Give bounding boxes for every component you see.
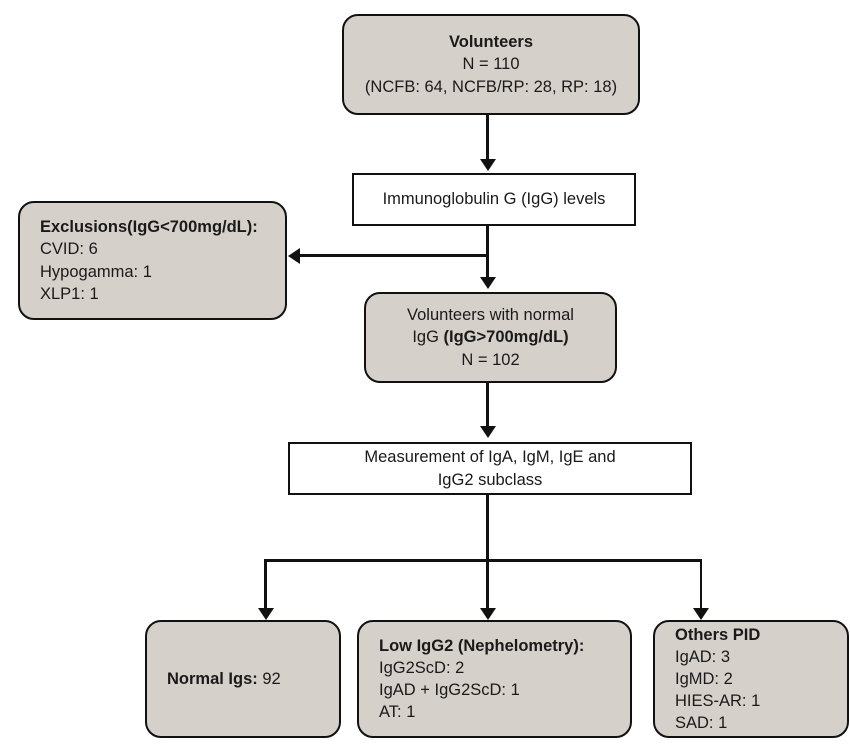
normal-igg-line2: IgG (IgG>700mg/dL): [374, 326, 607, 348]
node-exclusions: Exclusions(IgG<700mg/dL): CVID: 6 Hypoga…: [18, 201, 287, 320]
volunteers-count: N = 110: [462, 55, 520, 74]
measurement-line2: IgG2 subclass: [437, 470, 543, 489]
exclusions-heading: Exclusions(IgG<700mg/dL):: [40, 218, 258, 237]
arrowhead-to-exclusions: [288, 247, 300, 264]
connector-branch-others-pid: [699, 559, 702, 611]
node-igg-levels: Immunoglobulin G (IgG) levels: [352, 173, 636, 226]
arrowhead-normal-to-measurement: [479, 426, 496, 438]
node-normal-igg: Volunteers with normal IgG (IgG>700mg/dL…: [364, 292, 617, 383]
node-normal-igs: Normal Igs: 92: [145, 620, 341, 738]
low-igg2-item-igg2scd: IgG2ScD: 2: [379, 658, 465, 677]
connector-measurement-trunk: [486, 495, 489, 561]
node-low-igg2: Low IgG2 (Nephelometry): IgG2ScD: 2 IgAD…: [357, 620, 632, 738]
exclusions-item-cvid: CVID: 6: [40, 240, 98, 259]
exclusions-item-xlp1: XLP1: 1: [40, 284, 99, 303]
normal-igg-prefix: IgG: [412, 328, 444, 347]
measurement-line1: Measurement of IgA, IgM, IgE and: [364, 448, 616, 467]
arrowhead-igg-to-normal: [479, 277, 496, 289]
others-pid-item-hies-ar: HIES-AR: 1: [675, 692, 761, 711]
igg-levels-label: Immunoglobulin G (IgG) levels: [382, 190, 606, 209]
normal-igs-value: 92: [262, 669, 281, 688]
normal-igg-line1: Volunteers with normal: [407, 306, 574, 325]
connector-split-bar: [264, 559, 702, 562]
low-igg2-item-igad-igg2scd: IgAD + IgG2ScD: 1: [379, 681, 520, 699]
low-igg2-item-at: AT: 1: [379, 703, 416, 722]
node-measurement: Measurement of IgA, IgM, IgE and IgG2 su…: [288, 442, 692, 495]
node-volunteers: Volunteers N = 110 (NCFB: 64, NCFB/RP: 2…: [342, 14, 640, 115]
volunteers-breakdown: (NCFB: 64, NCFB/RP: 28, RP: 18): [364, 77, 618, 96]
others-pid-item-sad: SAD: 1: [675, 714, 728, 733]
connector-branch-normal-igs: [264, 559, 267, 611]
connector-igg-to-normal: [486, 226, 489, 278]
node-others-pid: Others PID IgAD: 3 IgMD: 2 HIES-AR: 1 SA…: [653, 620, 849, 738]
volunteers-title: Volunteers: [448, 33, 534, 52]
connector-to-exclusions: [299, 254, 487, 257]
others-pid-item-igmd: IgMD: 2: [675, 669, 733, 688]
normal-igs-line: Normal Igs: 92: [167, 668, 339, 690]
arrowhead-branch-low-igg2: [479, 608, 496, 620]
normal-igs-label: Normal Igs:: [167, 669, 258, 688]
others-pid-heading: Others PID: [675, 625, 761, 644]
arrowhead-volunteers-to-igg: [479, 159, 496, 171]
normal-igg-threshold: (IgG>700mg/dL): [443, 328, 569, 347]
others-pid-item-igad: IgAD: 3: [675, 647, 731, 666]
exclusions-item-hypogamma: Hypogamma: 1: [40, 262, 152, 281]
connector-normal-to-measurement: [486, 383, 489, 427]
normal-igg-count: N = 102: [461, 350, 520, 369]
arrowhead-branch-others-pid: [693, 608, 709, 620]
arrowhead-branch-normal-igs: [257, 608, 274, 620]
connector-branch-low-igg2: [486, 559, 489, 611]
low-igg2-heading: Low IgG2 (Nephelometry):: [379, 636, 585, 655]
connector-volunteers-to-igg: [486, 115, 489, 161]
